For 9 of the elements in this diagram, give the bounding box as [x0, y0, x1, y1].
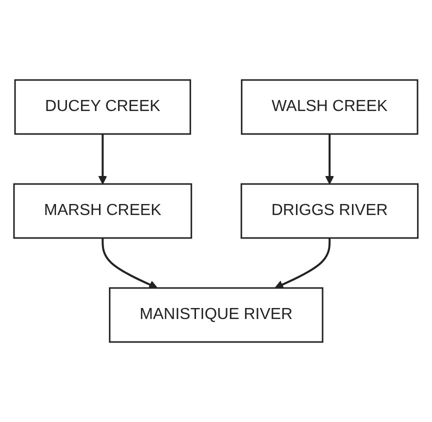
node-box: MANISTIQUE RIVER [109, 287, 324, 343]
node-box: MARSH CREEK [13, 183, 192, 239]
arrow [325, 134, 334, 184]
node-box: WALSH CREEK [240, 79, 418, 135]
node-box: DRIGGS RIVER [240, 183, 419, 239]
arrow [102, 238, 158, 289]
node-box: DUCEY CREEK [14, 79, 192, 135]
arrow [98, 134, 108, 184]
arrow [274, 238, 331, 289]
